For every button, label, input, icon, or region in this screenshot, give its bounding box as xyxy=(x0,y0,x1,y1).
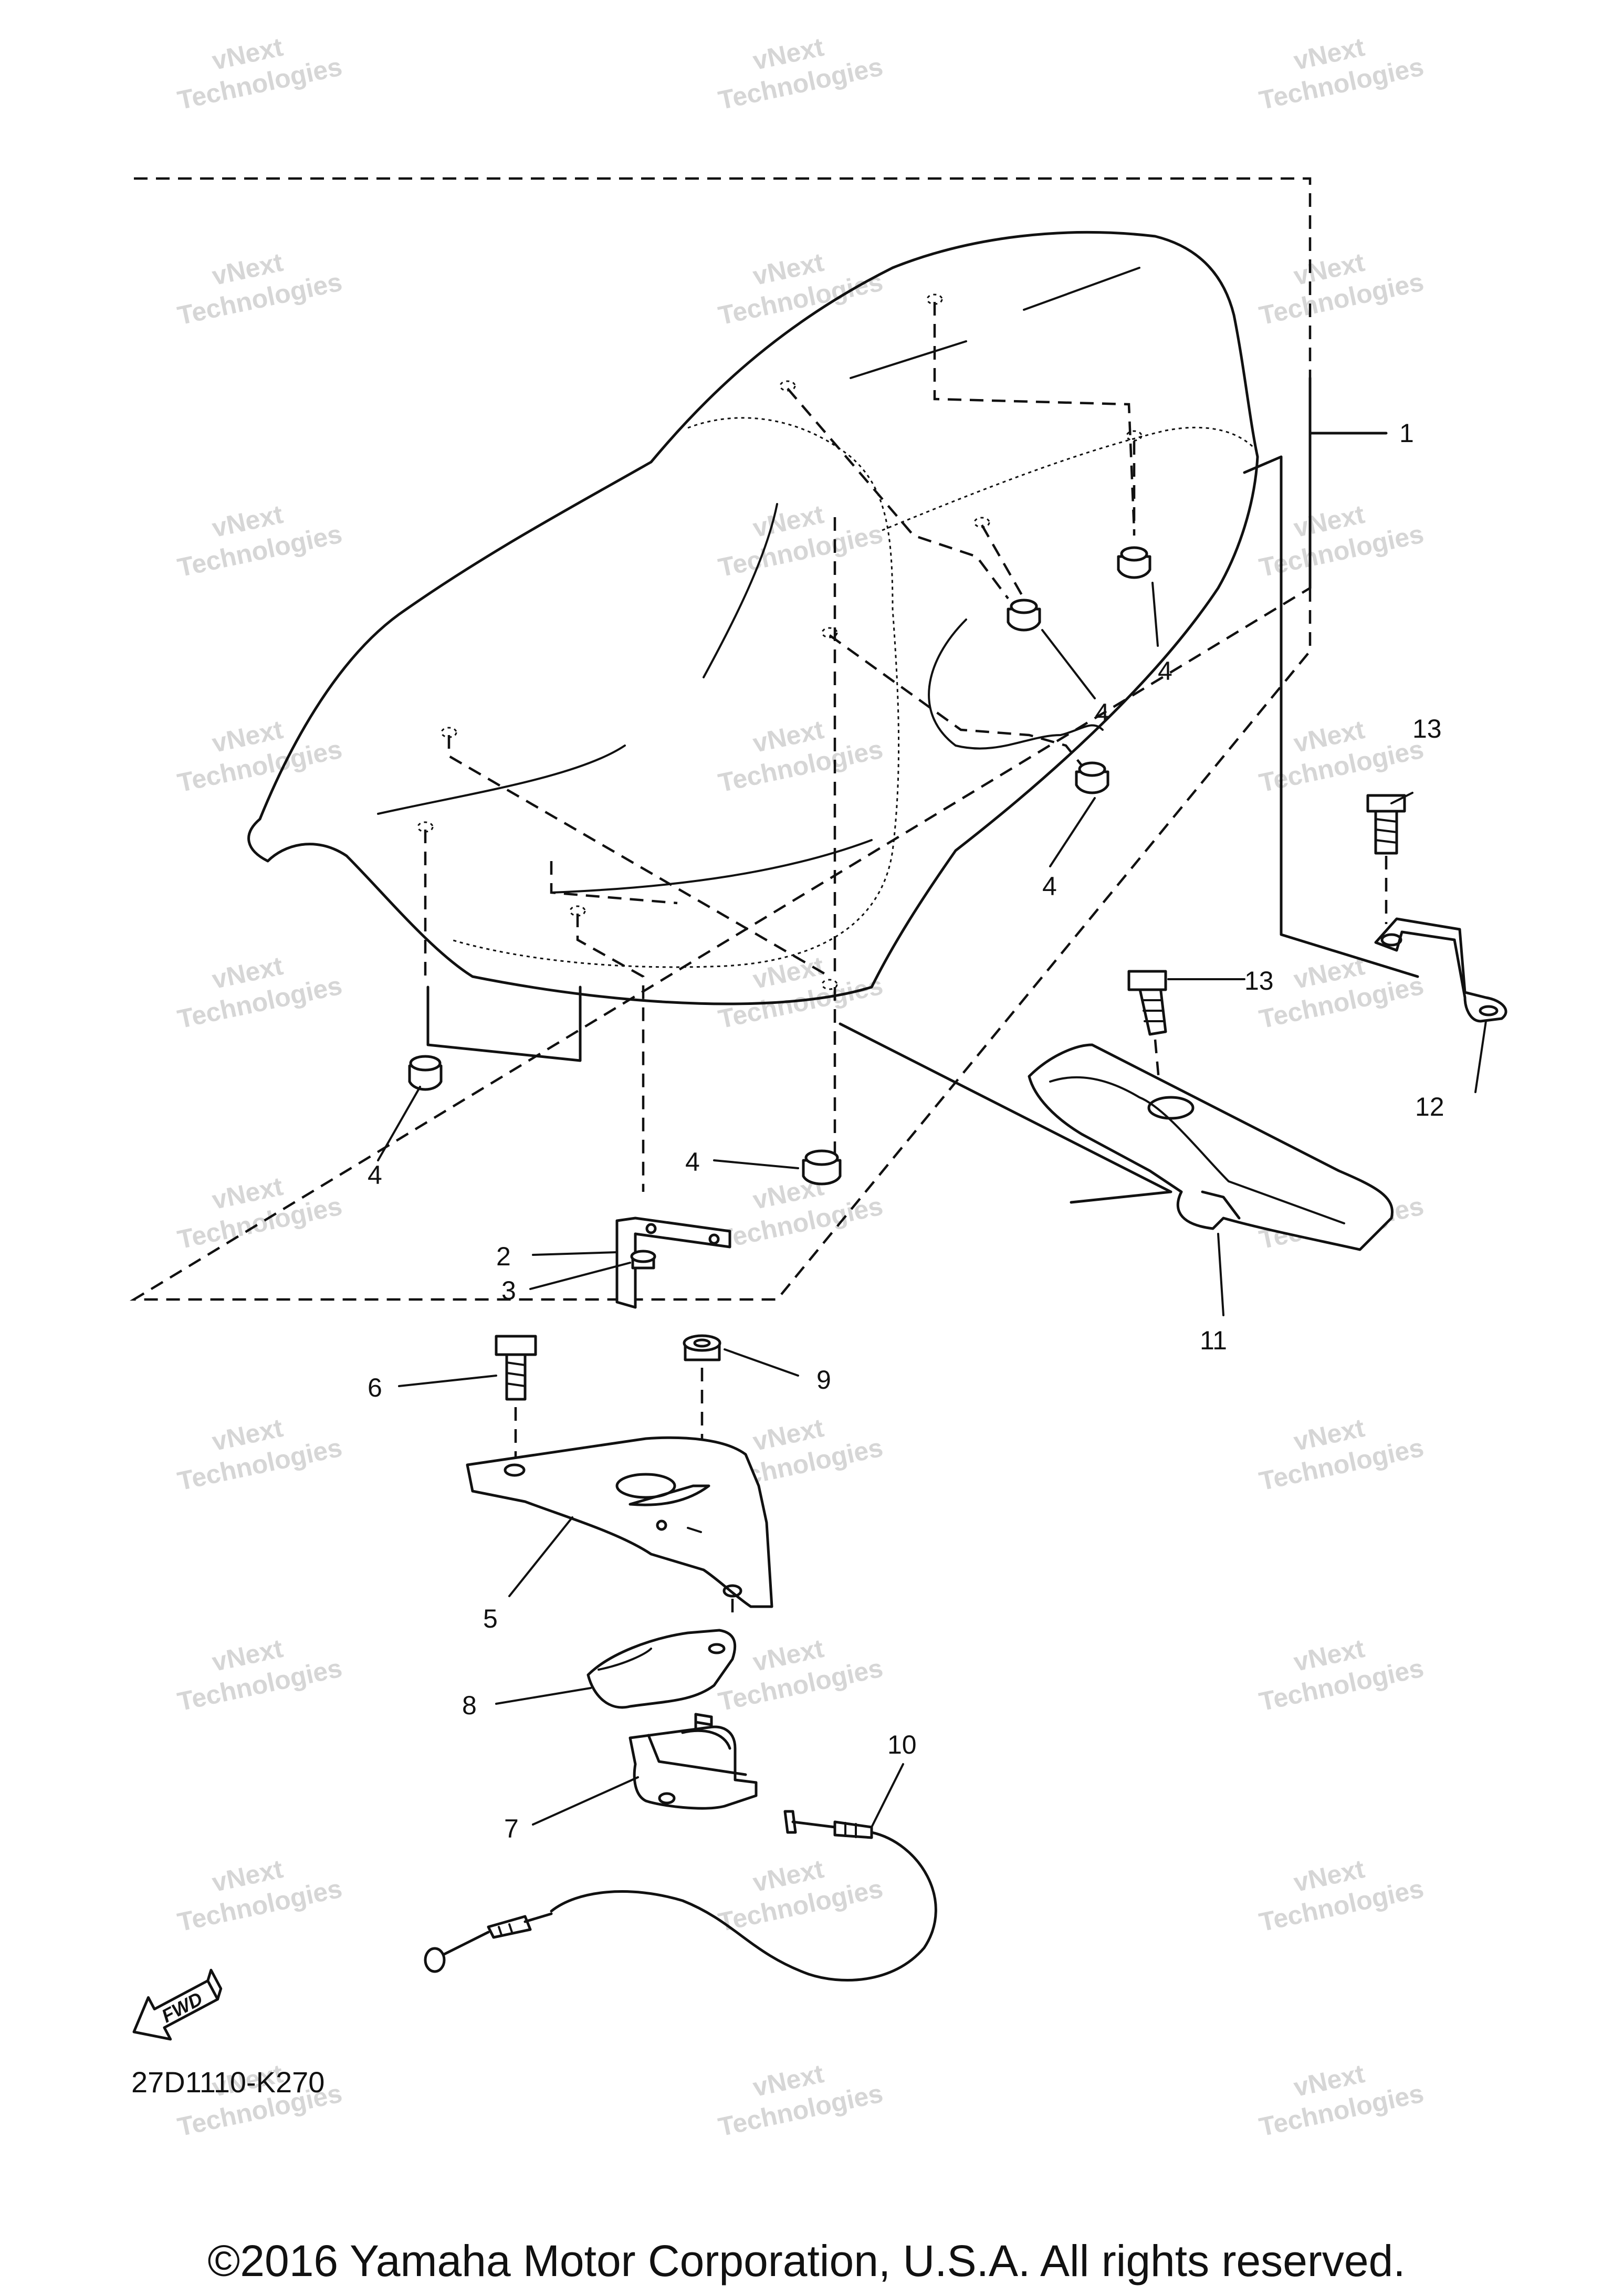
grommet xyxy=(802,1149,842,1186)
bracket-12 xyxy=(1374,917,1507,1023)
cable-10 xyxy=(424,1810,937,1982)
copyright-notice: ©2016 Yamaha Motor Corporation, U.S.A. A… xyxy=(207,2236,1405,2285)
seat-crease xyxy=(850,340,967,379)
callout-4: 4 xyxy=(685,1147,700,1177)
mount-lines xyxy=(424,302,1136,1192)
seat-crease xyxy=(377,745,626,815)
nut-9 xyxy=(683,1334,721,1361)
bolt-13-upper xyxy=(1366,794,1406,855)
callout-1: 1 xyxy=(1399,418,1414,448)
cover-11 xyxy=(1028,1043,1394,1251)
bolt-13-lower xyxy=(1127,970,1167,1036)
seat-stitch-rear xyxy=(882,426,1259,531)
assembly-bracket xyxy=(1308,376,1388,590)
callout-8: 8 xyxy=(462,1691,477,1720)
mount-holes xyxy=(417,293,1143,990)
callout-3: 3 xyxy=(501,1276,516,1305)
leader-lines xyxy=(377,582,1487,1828)
fwd-arrow-icon: FWD xyxy=(132,1968,223,2041)
callout-9: 9 xyxy=(816,1365,831,1395)
latch-7 xyxy=(629,1725,758,1810)
callout-6: 6 xyxy=(368,1373,382,1402)
bracket-2 xyxy=(615,1217,731,1309)
seat-base xyxy=(839,455,1419,1204)
callout-10: 10 xyxy=(887,1730,917,1759)
grommet xyxy=(1075,761,1109,794)
seat-stitch-front xyxy=(451,417,900,968)
callout-5: 5 xyxy=(483,1604,498,1633)
grommet xyxy=(1117,546,1151,579)
diagram-code: 27D1110-K270 xyxy=(131,2066,324,2099)
grommet xyxy=(1007,599,1041,632)
callout-4: 4 xyxy=(368,1160,382,1190)
callout-4: 4 xyxy=(1042,872,1057,901)
callout-2: 2 xyxy=(496,1242,511,1271)
callout-13: 13 xyxy=(1412,714,1442,743)
seat-crease xyxy=(550,839,873,894)
bracket-8 xyxy=(586,1629,737,1709)
callout-11: 11 xyxy=(1200,1326,1227,1355)
grommet xyxy=(408,1055,443,1091)
callout-4: 4 xyxy=(1158,656,1172,686)
seat-crease xyxy=(703,503,778,678)
nut-3 xyxy=(630,1250,656,1270)
bolt-6 xyxy=(495,1335,537,1401)
plate-5 xyxy=(466,1436,773,1608)
callout-12: 12 xyxy=(1415,1092,1444,1121)
assembly-boundary xyxy=(129,177,1312,1301)
callout-7: 7 xyxy=(504,1814,519,1843)
seat-front-panel xyxy=(426,986,582,1062)
seat-crease xyxy=(1023,267,1140,311)
seat-cover xyxy=(247,231,1259,1005)
callout-4: 4 xyxy=(1095,698,1109,728)
callout-13: 13 xyxy=(1244,966,1274,995)
seat-rear-contour xyxy=(928,618,1104,750)
